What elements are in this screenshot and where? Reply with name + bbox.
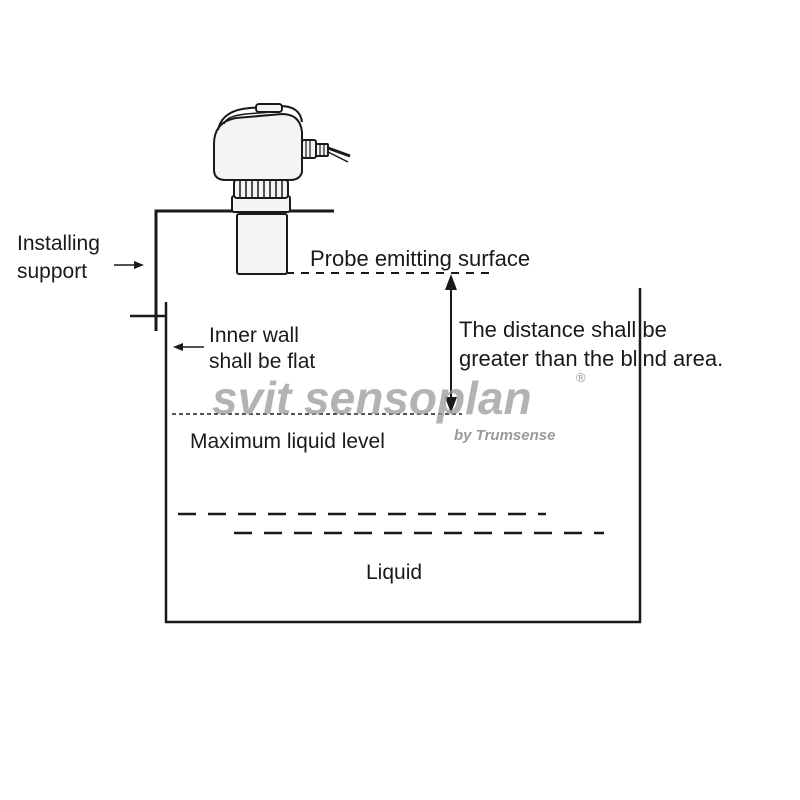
tank-walls bbox=[164, 288, 642, 624]
inner-wall-label-line1: Inner wall bbox=[209, 324, 299, 347]
inner-wall-arrow bbox=[173, 343, 204, 351]
ultrasonic-sensor bbox=[213, 103, 351, 275]
watermark-logo: svit sensoplan ® by Trumsense bbox=[212, 370, 586, 444]
inner-wall-label-line2: shall be flat bbox=[209, 350, 315, 373]
probe-tube bbox=[236, 213, 288, 275]
maximum-liquid-level-label: Maximum liquid level bbox=[190, 430, 385, 453]
probe-emitting-surface-label: Probe emitting surface bbox=[310, 246, 530, 271]
liquid-surface-lines bbox=[178, 512, 604, 535]
installing-support-label-line1: Installing bbox=[17, 232, 100, 255]
watermark-tagline: by Trumsense bbox=[454, 427, 555, 444]
distance-label-line1: The distance shall be bbox=[459, 317, 667, 342]
installing-support-label-line2: support bbox=[17, 260, 87, 283]
watermark-brand: svit sensoplan bbox=[212, 372, 532, 424]
liquid-label: Liquid bbox=[366, 561, 422, 584]
watermark-registered: ® bbox=[576, 370, 586, 385]
blind-area-distance-arrow bbox=[445, 274, 457, 413]
installing-support-arrow bbox=[114, 261, 144, 269]
cable-gland bbox=[301, 139, 317, 159]
installing-support-bracket bbox=[130, 209, 334, 331]
sensor-housing bbox=[213, 112, 303, 181]
distance-label-line2: greater than the blind area. bbox=[459, 346, 723, 371]
